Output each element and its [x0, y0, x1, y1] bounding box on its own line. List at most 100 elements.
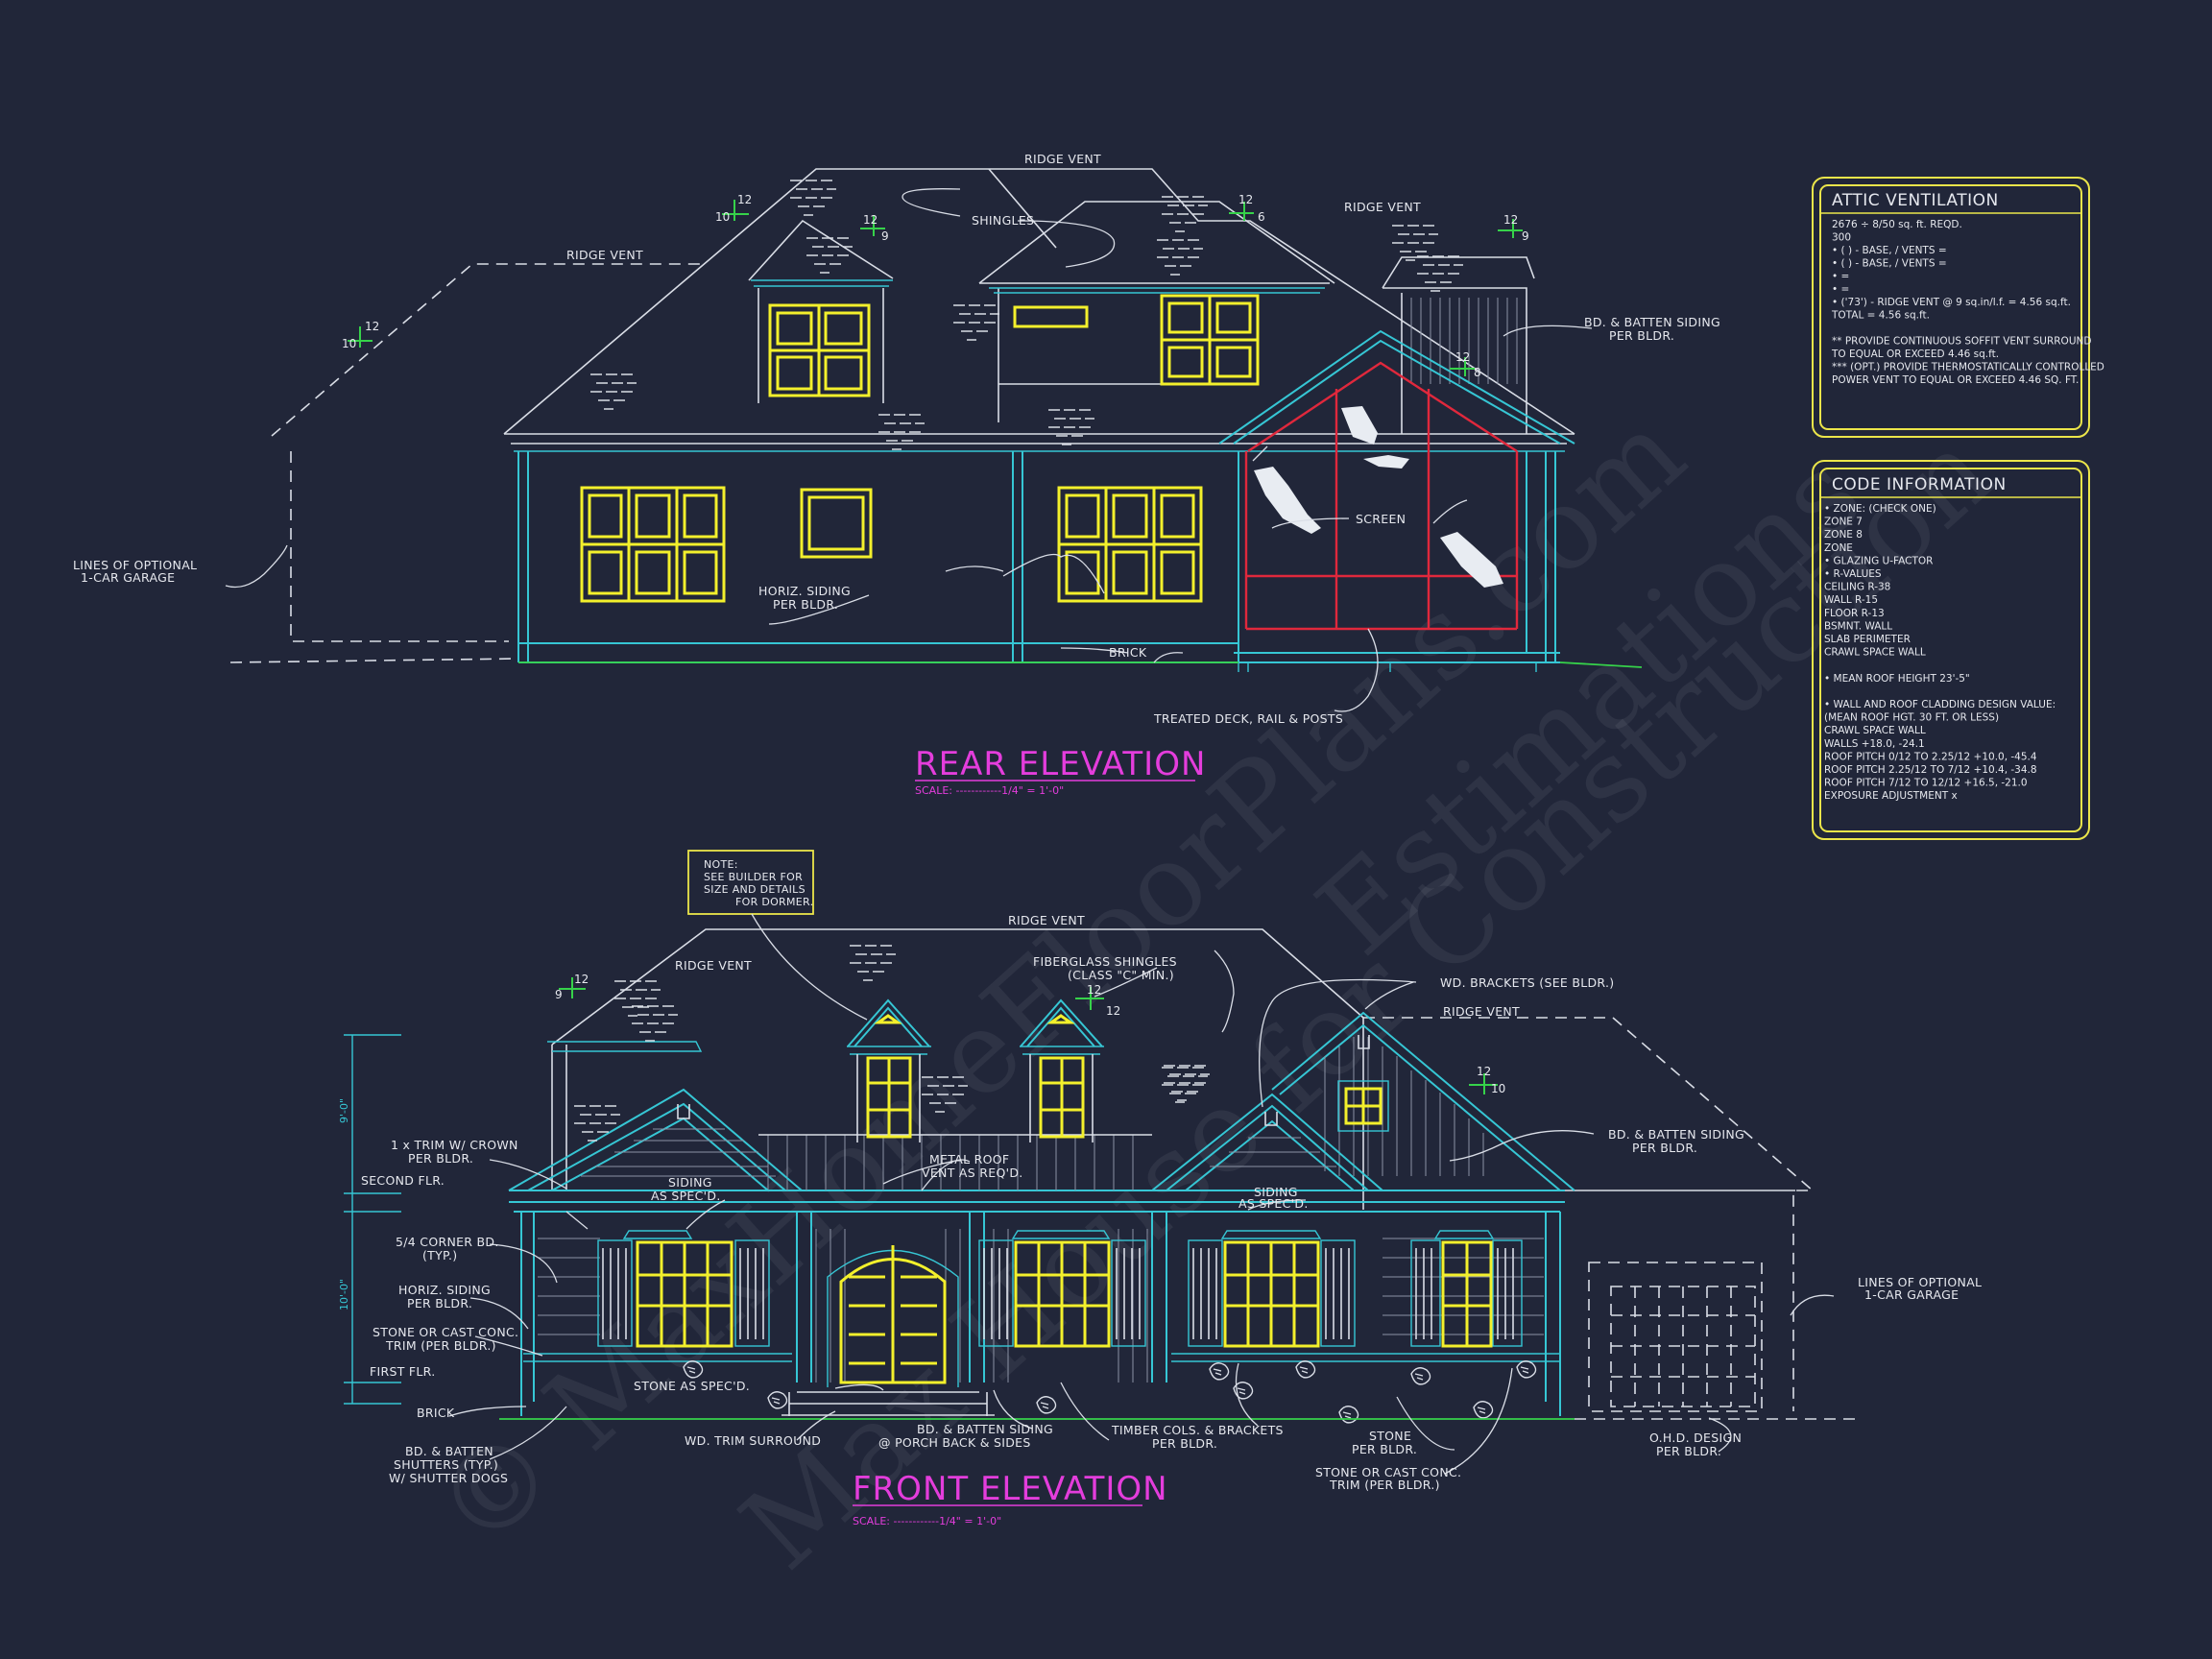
front-label-corner-bd-1: 5/4 CORNER BD.: [396, 1235, 499, 1249]
rear-label-brick: BRICK: [1109, 645, 1147, 660]
code-information-line: EXPOSURE ADJUSTMENT x: [1824, 790, 1958, 802]
front-elevation-scale: SCALE: ------------1/4" = 1'-0": [853, 1515, 1001, 1527]
front-label-stone-1: STONE: [1369, 1429, 1411, 1443]
watermark-line-2: Max House for Construction: [716, 405, 2016, 1595]
pitch-rise: 9: [555, 988, 563, 1001]
front-window-center: [978, 1230, 1146, 1348]
dimension-upper: 9'-0": [338, 1098, 350, 1123]
pitch-run: 12: [737, 193, 752, 206]
attic-ventilation-line: TOTAL = 4.56 sq.ft.: [1831, 310, 1930, 322]
front-entry-door: [827, 1245, 959, 1387]
front-right-gable: [1271, 1011, 1575, 1191]
rear-elevation-title: REAR ELEVATION: [915, 745, 1206, 783]
rear-label-optional-garage-2: 1-CAR GARAGE: [81, 570, 175, 585]
code-information-line: ZONE: [1824, 542, 1853, 554]
pitch-run: 12: [1238, 193, 1253, 206]
front-label-second-flr: SECOND FLR.: [361, 1173, 445, 1188]
front-label-bd-batten-1: BD. & BATTEN SIDING: [1608, 1127, 1744, 1142]
front-label-porch-back-2: @ PORCH BACK & SIDES: [878, 1435, 1031, 1450]
front-label-shutters-2: SHUTTERS (TYP.): [394, 1457, 498, 1472]
rear-porch-gable: [1218, 329, 1575, 445]
front-label-bd-batten-2: PER BLDR.: [1632, 1141, 1697, 1155]
pitch-rise: 10: [715, 210, 730, 224]
front-label-stone-conc-2: TRIM (PER BLDR.): [1329, 1478, 1440, 1492]
front-label-siding-spec-2b: AS SPEC'D.: [1238, 1196, 1309, 1211]
pitch-run: 12: [1477, 1065, 1491, 1078]
front-label-timber-2: PER BLDR.: [1152, 1436, 1217, 1451]
front-window-far-right: [1410, 1230, 1523, 1348]
attic-ventilation-line: 2676 ÷ 8/50 sq. ft. REQD.: [1832, 219, 1962, 230]
code-information-title: CODE INFORMATION: [1832, 475, 2007, 494]
code-information-line: CRAWL SPACE WALL: [1824, 647, 1926, 659]
rear-label-bd-batten-1: BD. & BATTEN SIDING: [1584, 315, 1720, 329]
pitch-rise: 9: [881, 229, 889, 243]
front-label-stone-trim-2: TRIM (PER BLDR.): [385, 1338, 496, 1353]
rear-label-horiz-siding-2: PER BLDR.: [773, 597, 838, 612]
front-pitch-symbols: 12 9 12 12 12 10: [555, 973, 1505, 1095]
front-label-siding-spec-1a: SIDING: [668, 1175, 712, 1190]
rear-screen-frame: [1244, 451, 1519, 631]
front-window-left: [597, 1230, 770, 1348]
front-label-stone-trim-1: STONE OR CAST CONC.: [373, 1325, 518, 1339]
front-label-porch-back-1: BD. & BATTEN SIDING: [917, 1422, 1053, 1436]
dimension-lower: 10'-0": [338, 1279, 350, 1310]
pitch-rise: 10: [342, 337, 356, 350]
code-information-line: BSMNT. WALL: [1824, 620, 1892, 632]
code-information-line: ZONE 7: [1824, 517, 1863, 528]
front-label-shutters-3: W/ SHUTTER DOGS: [389, 1471, 508, 1485]
front-label-trim-crown-1: 1 x TRIM W/ CROWN: [391, 1138, 518, 1152]
front-label-ridge-vent-left: RIDGE VENT: [675, 958, 752, 973]
code-information-line: CRAWL SPACE WALL: [1824, 725, 1926, 736]
code-information-line: • WALL AND ROOF CLADDING DESIGN VALUE:: [1824, 699, 2056, 710]
attic-ventilation-line: 300: [1832, 232, 1851, 244]
attic-ventilation-line: ** PROVIDE CONTINUOUS SOFFIT VENT SURROU…: [1832, 336, 2091, 348]
code-information-line: ROOF PITCH 0/12 TO 2.25/12 +10.0, -45.4: [1824, 751, 2037, 762]
code-information-line: • MEAN ROOF HEIGHT 23'-5": [1824, 673, 1970, 685]
front-label-stone-conc-1: STONE OR CAST CONC.: [1315, 1465, 1461, 1479]
code-information-panel: CODE INFORMATION • ZONE: (CHECK ONE) ZON…: [1812, 460, 2090, 840]
code-information-line: SLAB PERIMETER: [1824, 634, 1911, 645]
front-label-trim-crown-2: PER BLDR.: [408, 1151, 473, 1166]
attic-ventilation-line: • ('73') - RIDGE VENT @ 9 sq.in/l.f. = 4…: [1832, 297, 2071, 308]
code-information-line: ROOF PITCH 2.25/12 TO 7/12 +10.4, -34.8: [1824, 764, 2037, 776]
front-label-ohd-2: PER BLDR.: [1656, 1444, 1721, 1458]
rear-optional-garage-outline: [271, 263, 701, 642]
front-label-horiz-siding-2: PER BLDR.: [407, 1296, 472, 1310]
code-information-line: CEILING R-38: [1824, 582, 1890, 593]
front-window-right: [1188, 1230, 1356, 1348]
code-information-line: WALL R-15: [1824, 594, 1878, 606]
pitch-run: 12: [365, 320, 379, 333]
pitch-run: 12: [1087, 983, 1101, 997]
rear-wall: [517, 451, 1556, 662]
front-label-timber-1: TIMBER COLS. & BRACKETS: [1111, 1423, 1284, 1437]
pitch-rise: 6: [1258, 210, 1265, 224]
pitch-run: 12: [574, 973, 589, 986]
code-information-line: ROOF PITCH 7/12 TO 12/12 +16.5, -21.0: [1824, 778, 2028, 789]
attic-ventilation-panel: ATTIC VENTILATION 2676 ÷ 8/50 sq. ft. RE…: [1812, 177, 2104, 438]
attic-ventilation-line: *** (OPT.) PROVIDE THERMOSTATICALLY CONT…: [1832, 362, 2104, 373]
front-gable-window: [1337, 1080, 1389, 1132]
attic-ventilation-line: • =: [1832, 284, 1849, 296]
rear-window-left-triple: [580, 486, 726, 603]
front-label-wd-brackets: WD. BRACKETS (SEE BLDR.): [1440, 975, 1614, 990]
front-label-siding-spec-1b: AS SPEC'D.: [651, 1189, 721, 1203]
rear-elevation-scale: SCALE: ------------1/4" = 1'-0": [915, 784, 1064, 797]
code-information-line: (MEAN ROOF HGT. 30 FT. OR LESS): [1824, 712, 1999, 724]
attic-ventilation-lines: 2676 ÷ 8/50 sq. ft. REQD.300• ( ) - BASE…: [1831, 219, 2104, 386]
pitch-rise: 12: [1106, 1004, 1120, 1018]
attic-ventilation-line: TO EQUAL OR EXCEED 4.46 sq.ft.: [1831, 349, 1999, 360]
rear-window-right-triple: [1057, 486, 1203, 603]
rear-dormer-left: [748, 219, 894, 403]
code-information-line: • ZONE: (CHECK ONE): [1824, 503, 1936, 515]
front-label-optional-garage-2: 1-CAR GARAGE: [1864, 1287, 1959, 1302]
front-label-fiberglass-1: FIBERGLASS SHINGLES: [1033, 954, 1177, 969]
rear-label-ridge-vent-left: RIDGE VENT: [566, 248, 643, 262]
front-label-wd-trim: WD. TRIM SURROUND: [685, 1433, 821, 1448]
front-label-horiz-siding-1: HORIZ. SIDING: [398, 1283, 491, 1297]
front-label-corner-bd-2: (TYP.): [422, 1248, 457, 1262]
pitch-rise: 10: [1491, 1082, 1505, 1095]
rear-elevation: 12 10 12 10 12 9 12 6 12 9 12 8 RIDGE VE…: [73, 152, 1720, 797]
rear-label-screen: SCREEN: [1356, 512, 1406, 526]
front-label-ridge-vent-top: RIDGE VENT: [1008, 913, 1085, 927]
code-information-line: • GLAZING U-FACTOR: [1824, 555, 1933, 566]
